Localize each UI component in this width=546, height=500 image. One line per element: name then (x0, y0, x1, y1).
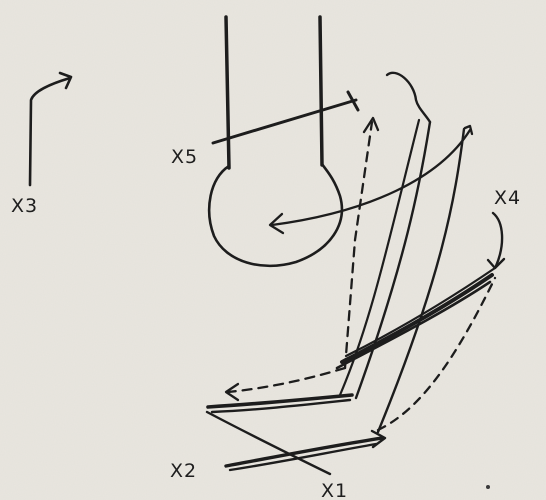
dashed-left-arrow (224, 366, 347, 402)
thick-diagonal-stroke (335, 266, 497, 370)
x5-arrow (211, 90, 360, 145)
label-x3: X3 (11, 195, 38, 217)
x1-line (205, 410, 332, 476)
curved-arrow-into-bulb (268, 124, 474, 235)
label-x4: X4 (494, 187, 521, 209)
keyhole-outline (207, 15, 344, 268)
curved-hook-stroke (385, 71, 432, 124)
pen-dot (486, 485, 490, 489)
x2-arrow (224, 429, 387, 472)
label-x2: X2 (170, 460, 197, 482)
x3-direction-arrow (28, 71, 73, 187)
dashed-curve (376, 276, 497, 432)
dashed-rise-arrow (343, 116, 380, 370)
x4-arrow (486, 211, 506, 270)
label-x1: X1 (321, 480, 348, 500)
label-x5: X5 (171, 146, 198, 168)
lower-lateral-stroke (206, 393, 354, 414)
